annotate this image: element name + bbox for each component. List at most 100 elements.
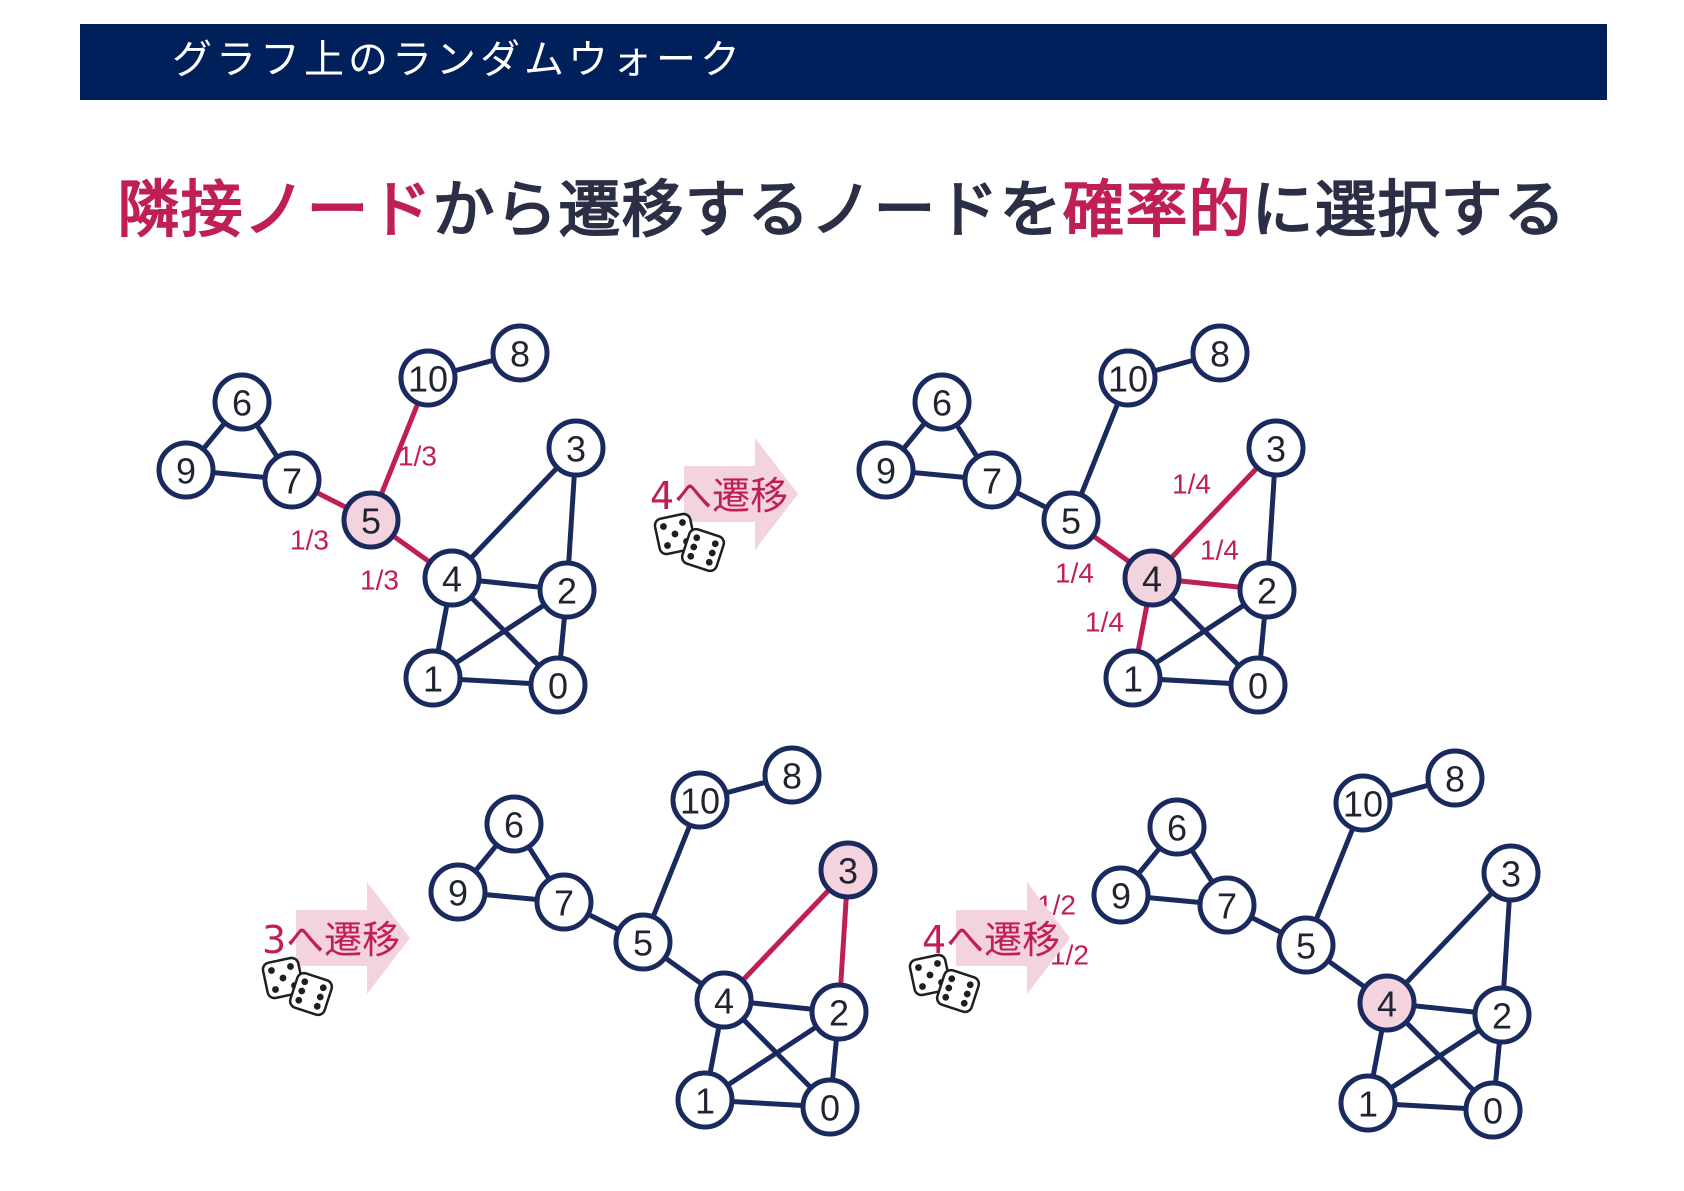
transition-arrow <box>684 438 798 550</box>
node-6: 6 <box>484 794 544 854</box>
node-label: 4 <box>442 559 462 600</box>
node-6: 6 <box>212 372 272 432</box>
node-2: 2 <box>809 982 869 1042</box>
node-label: 2 <box>557 571 577 612</box>
probability-label-5-10: 1/3 <box>398 441 437 472</box>
node-label: 10 <box>408 359 448 400</box>
node-label: 3 <box>838 851 858 892</box>
probability-label-5-4: 1/3 <box>360 565 399 596</box>
node-label: 4 <box>714 981 734 1022</box>
node-label: 1 <box>1358 1084 1378 1125</box>
node-5: 5 <box>613 912 673 972</box>
node-0: 0 <box>528 655 588 715</box>
node-10: 10 <box>398 348 458 408</box>
transition-label: 3へ遷移 <box>262 918 400 962</box>
headline-part-transition: から遷移するノードを <box>432 173 1063 246</box>
node-label: 0 <box>820 1088 840 1129</box>
node-5: 5 <box>1276 915 1336 975</box>
node-6: 6 <box>1147 797 1207 857</box>
node-label: 5 <box>1061 501 1081 542</box>
node-4: 4 <box>422 548 482 608</box>
node-7: 7 <box>1197 875 1257 935</box>
headline: 隣接ノードから遷移するノードを確率的に選択する <box>0 170 1684 250</box>
dice-icon <box>653 512 726 573</box>
node-label: 8 <box>782 756 802 797</box>
headline-part-neighbors: 隣接ノード <box>117 173 433 246</box>
node-9: 9 <box>156 440 216 500</box>
node-label: 1 <box>1123 659 1143 700</box>
node-label: 9 <box>876 451 896 492</box>
node-label: 5 <box>1296 926 1316 967</box>
node-10: 10 <box>670 770 730 830</box>
node-2: 2 <box>1472 985 1532 1045</box>
transition-label: 4へ遷移 <box>650 474 788 518</box>
node-5: 5 <box>1041 490 1101 550</box>
node-7: 7 <box>962 450 1022 510</box>
transition-label: 4へ遷移 <box>922 918 1060 962</box>
node-label: 6 <box>1167 808 1187 849</box>
node-label: 9 <box>1111 876 1131 917</box>
node-1: 1 <box>1103 648 1163 708</box>
node-10: 10 <box>1098 348 1158 408</box>
node-7: 7 <box>534 872 594 932</box>
transition-arrow <box>296 882 410 994</box>
node-4-current: 4 <box>1122 548 1182 608</box>
node-8: 8 <box>490 323 550 383</box>
node-8: 8 <box>1190 323 1250 383</box>
headline-part-probabilistic: 確率的 <box>1062 173 1252 246</box>
node-label: 4 <box>1377 984 1397 1025</box>
transition-1: 4へ遷移 <box>650 438 798 573</box>
node-label: 7 <box>982 461 1002 502</box>
node-label: 3 <box>566 429 586 470</box>
node-3-current: 3 <box>818 840 878 900</box>
node-8: 8 <box>1425 748 1485 808</box>
node-4: 4 <box>694 970 754 1030</box>
node-label: 10 <box>1108 359 1148 400</box>
node-1: 1 <box>675 1070 735 1130</box>
probability-label-4-1: 1/4 <box>1085 607 1124 638</box>
node-2: 2 <box>537 560 597 620</box>
node-label: 7 <box>282 461 302 502</box>
node-label: 9 <box>176 451 196 492</box>
node-label: 10 <box>1343 784 1383 825</box>
node-label: 2 <box>1492 996 1512 1037</box>
node-8: 8 <box>762 745 822 805</box>
node-label: 0 <box>1483 1091 1503 1132</box>
header-bar: グラフ上のランダムウォーク <box>80 24 1607 100</box>
header-title: グラフ上のランダムウォーク <box>172 37 744 83</box>
node-label: 0 <box>548 666 568 707</box>
edge-4-3 <box>450 446 578 580</box>
node-9: 9 <box>428 862 488 922</box>
dice-icon <box>908 953 981 1014</box>
probability-label-4-2: 1/4 <box>1200 535 1239 566</box>
node-9: 9 <box>1091 865 1151 925</box>
edge-4-3 <box>1385 871 1513 1005</box>
node-1: 1 <box>1338 1073 1398 1133</box>
node-6: 6 <box>912 372 972 432</box>
nodes: 0 1 2 3 4 5 67 8 9 10 <box>428 745 878 1137</box>
node-label: 7 <box>1217 886 1237 927</box>
headline-part-select: に選択する <box>1251 173 1567 246</box>
node-label: 0 <box>1248 666 1268 707</box>
node-9: 9 <box>856 440 916 500</box>
node-label: 8 <box>1210 334 1230 375</box>
node-label: 6 <box>504 805 524 846</box>
node-7: 7 <box>262 450 322 510</box>
dice-icon <box>261 956 334 1017</box>
node-5-current: 5 <box>341 490 401 550</box>
node-label: 6 <box>932 383 952 424</box>
probability-label-5-4: 1/4 <box>1055 558 1094 589</box>
node-label: 5 <box>633 923 653 964</box>
node-0: 0 <box>800 1077 860 1137</box>
node-3: 3 <box>1246 418 1306 478</box>
edge-4-3 <box>1150 446 1278 580</box>
die-right <box>935 968 981 1014</box>
node-label: 3 <box>1266 429 1286 470</box>
node-label: 8 <box>1445 759 1465 800</box>
